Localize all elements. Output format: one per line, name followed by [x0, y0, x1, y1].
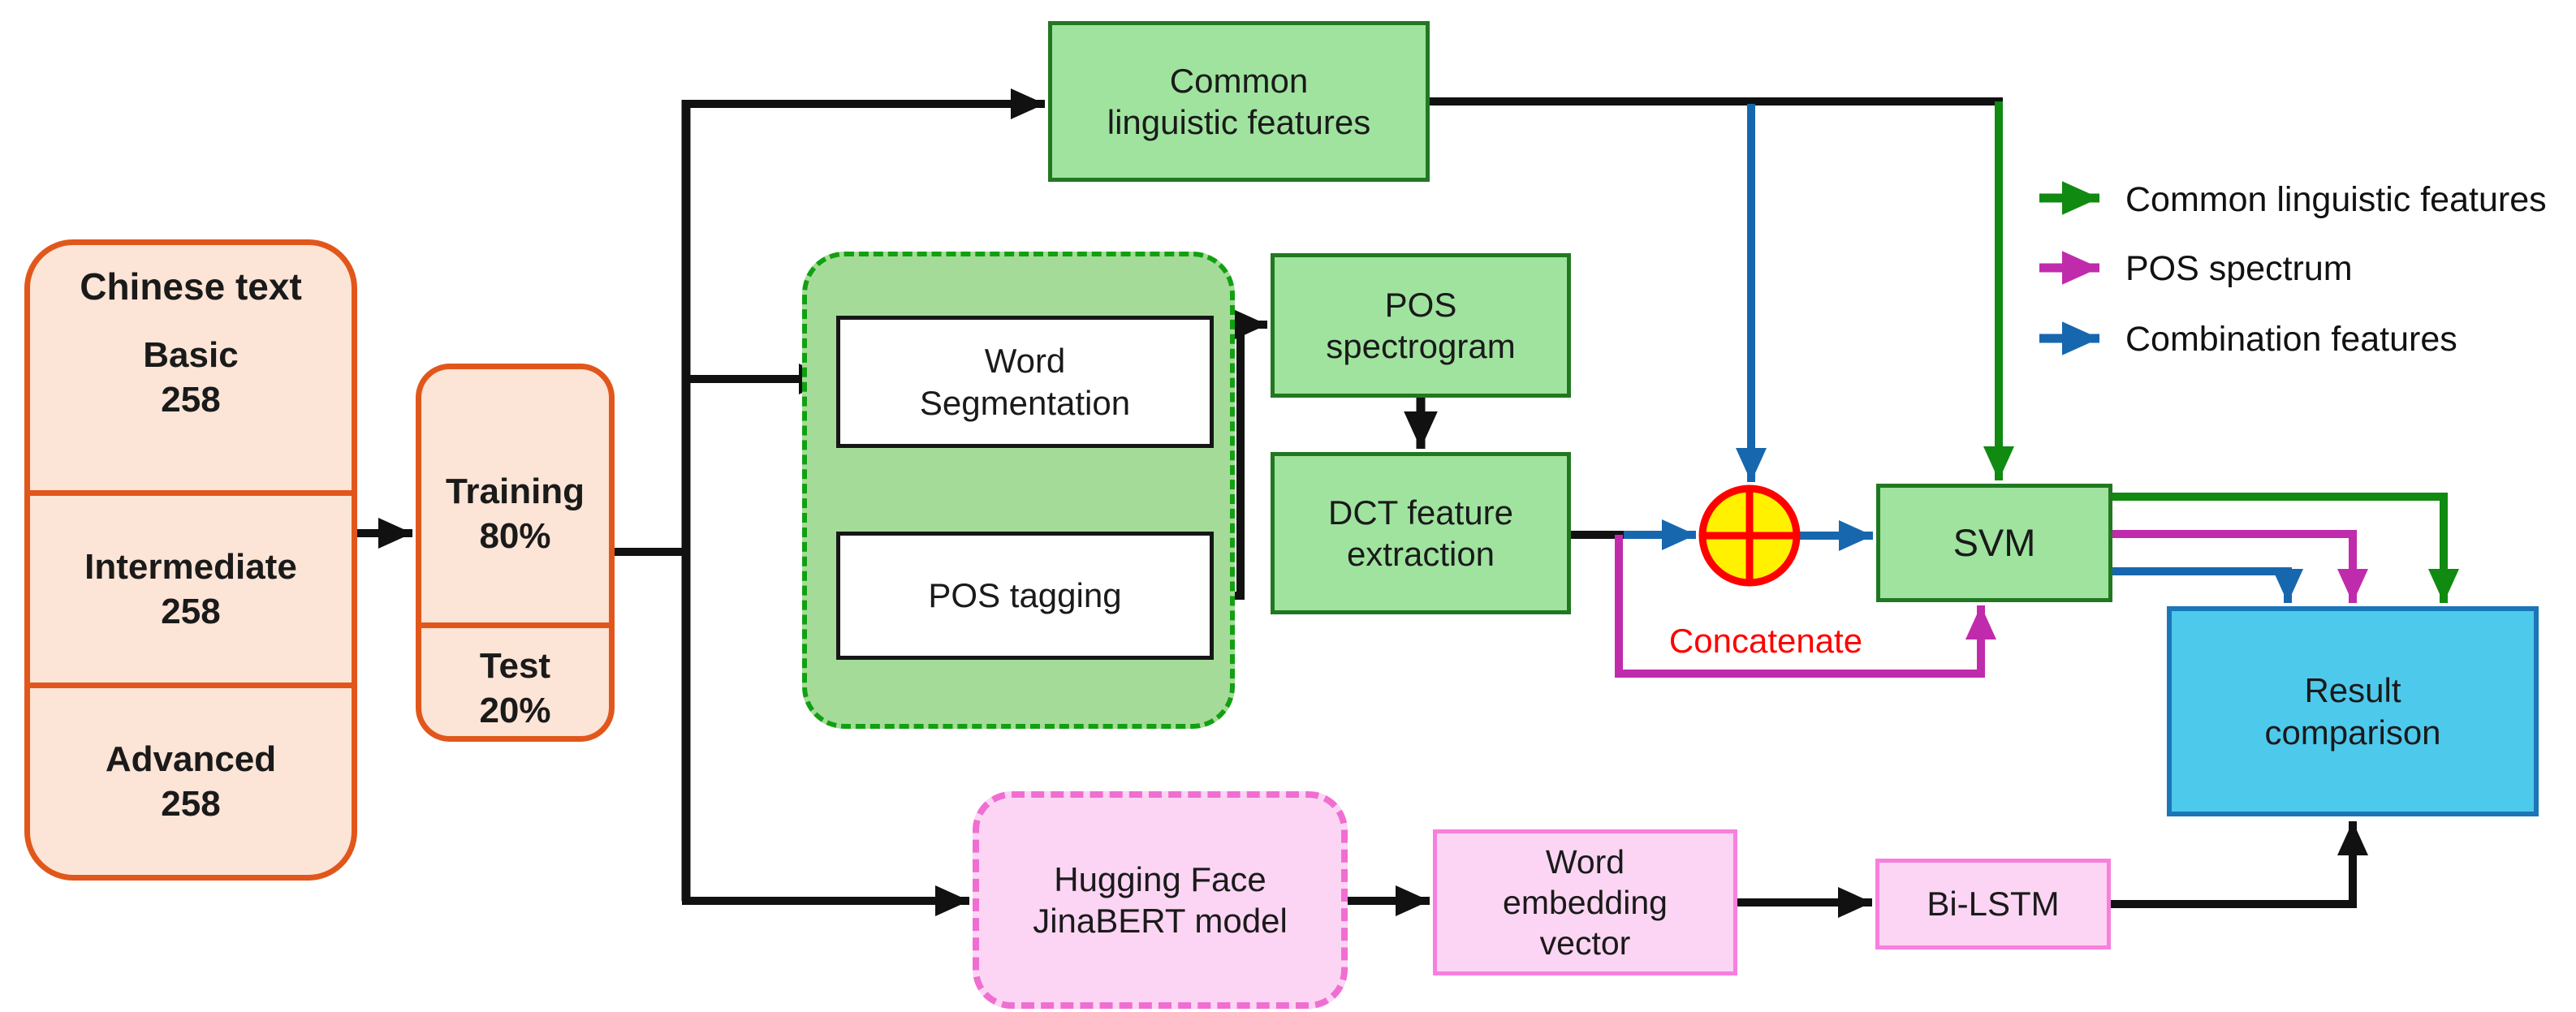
dataset-box: Chinese text Basic 258 Intermediate 258 …: [24, 239, 357, 881]
dataset-section-basic: Basic 258: [30, 302, 352, 452]
dataset-divider-2: [30, 683, 352, 688]
dct-feature-extraction-box: DCT feature extraction: [1271, 452, 1571, 614]
edge-bilstm-to-result: [2111, 820, 2369, 908]
dataset-intermediate-level: Intermediate: [84, 547, 297, 587]
legend-label-pos-spectrum: POS spectrum: [2125, 249, 2353, 288]
result-comparison-box: Result comparison: [2167, 606, 2539, 816]
dataset-section-advanced: Advanced 258: [30, 688, 352, 875]
legend-label-common-linguistic-features: Common linguistic features: [2125, 180, 2547, 219]
edge-magenta-dct-to-svm: [1615, 535, 1997, 678]
concatenate-node: [1698, 484, 1801, 587]
train-test-split-box: Training 80% Test 20%: [416, 364, 615, 742]
common-linguistic-features-box: Common linguistic features: [1048, 21, 1430, 182]
pos-tagging-box: POS tagging: [836, 532, 1214, 660]
word-segmentation-box: Word Segmentation: [836, 316, 1214, 448]
dataset-section-intermediate: Intermediate 258: [30, 496, 352, 683]
dataset-advanced-level: Advanced: [105, 739, 277, 779]
word-embedding-vector-box: Word embedding vector: [1433, 829, 1737, 975]
huggingface-jinabert-box: Hugging Face JinaBERT model: [973, 791, 1348, 1009]
bilstm-box: Bi-LSTM: [1875, 859, 2111, 950]
concatenate-label: Concatenate: [1668, 622, 1863, 660]
dataset-basic-level: Basic: [143, 334, 239, 375]
legend-label-combination-features: Combination features: [2125, 320, 2457, 359]
dataset-basic-count: 258: [161, 379, 221, 420]
svm-box: SVM: [1876, 484, 2112, 602]
dataset-intermediate-count: 258: [161, 592, 221, 631]
dataset-divider-1: [30, 490, 352, 496]
dataset-title: Chinese text: [80, 265, 302, 308]
pos-spectrogram-box: POS spectrogram: [1271, 253, 1571, 398]
test-split-label: Test 20%: [479, 645, 551, 730]
split-divider: [421, 622, 609, 628]
dataset-advanced-count: 258: [161, 784, 221, 824]
edge-green-svm-to-result: [2112, 493, 2459, 604]
edge-magenta-svm-to-result: [2112, 530, 2368, 604]
edge-blue-svm-to-result: [2112, 567, 2303, 604]
training-split-label: Training 80%: [445, 471, 585, 556]
